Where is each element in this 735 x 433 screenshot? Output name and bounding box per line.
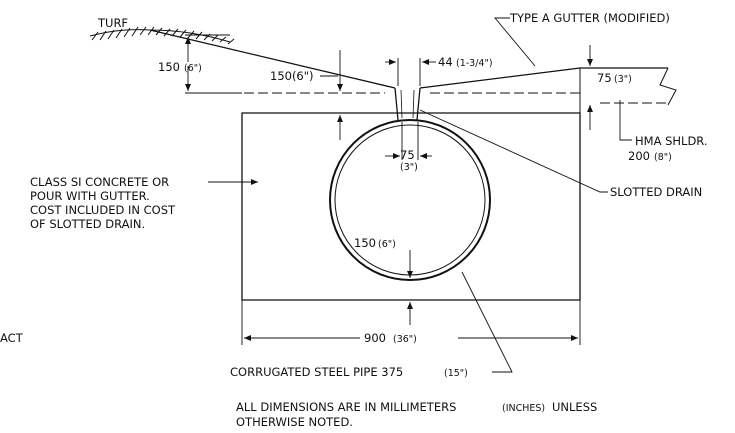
slotted-drain-leader — [419, 109, 608, 193]
type-a-gutter-leader — [494, 17, 536, 67]
dim-150-mid-text: 150(6") — [270, 69, 314, 83]
dim-75-right-text: 75 — [597, 71, 612, 85]
general-note-line-1c: UNLESS — [552, 400, 597, 414]
act-text-fragment: ACT — [0, 331, 24, 345]
dim-900 — [241, 300, 581, 345]
corrugated-steel-pipe-outer — [329, 119, 491, 281]
general-note-line-1b: (INCHES) — [502, 403, 545, 414]
slotted-drain-slot — [394, 87, 421, 121]
dim-75-center-text: 75 — [400, 148, 415, 162]
shoulder-break-symbol — [659, 67, 677, 106]
slotted-drain-label: SLOTTED DRAIN — [610, 185, 702, 199]
dim-900-inches: (36") — [393, 334, 417, 345]
hma-200-text: 200 — [628, 149, 650, 163]
concrete-encasement-outline — [241, 112, 581, 301]
dim-75-center-inches: (3") — [400, 162, 418, 173]
dim-75-right-inches: (3") — [614, 74, 632, 85]
turf-label: TURF — [97, 16, 128, 30]
concrete-note-line-4: OF SLOTTED DRAIN. — [30, 217, 145, 231]
hma-shldr-label: HMA SHLDR. — [635, 134, 708, 148]
dim-150-pipe-text: 150 — [354, 236, 376, 250]
dim-44-inches: (1-3/4") — [456, 58, 493, 69]
type-a-gutter-label: TYPE A GUTTER (MODIFIED) — [509, 11, 670, 25]
dim-150-left — [185, 34, 242, 94]
general-note-line-2: OTHERWISE NOTED. — [236, 415, 353, 429]
dim-150-left-inches: (6") — [184, 63, 202, 74]
concrete-note-line-1: CLASS SI CONCRETE OR — [30, 175, 169, 189]
dim-44 — [385, 58, 436, 86]
pipe-label-inches: (15") — [444, 368, 468, 379]
hma-shldr-leader — [619, 100, 632, 141]
dim-150-pipe-inches: (6") — [378, 239, 396, 250]
pipe-label-leader — [461, 271, 513, 373]
concrete-note-line-3: COST INCLUDED IN COST — [30, 203, 176, 217]
concrete-note-line-2: POUR WITH GUTTER. — [30, 189, 150, 203]
gutter-slope-line — [419, 67, 581, 89]
dim-75-center — [385, 122, 432, 160]
general-note-line-1a: ALL DIMENSIONS ARE IN MILLIMETERS — [236, 400, 456, 414]
dim-150-left-text: 150 — [158, 60, 180, 74]
pipe-label: CORRUGATED STEEL PIPE 375 — [230, 365, 403, 379]
dim-900-text: 900 — [364, 331, 386, 345]
dim-44-text: 44 — [438, 55, 453, 69]
hma-200-inches: (8") — [654, 152, 672, 163]
dim-75-right — [587, 45, 660, 130]
